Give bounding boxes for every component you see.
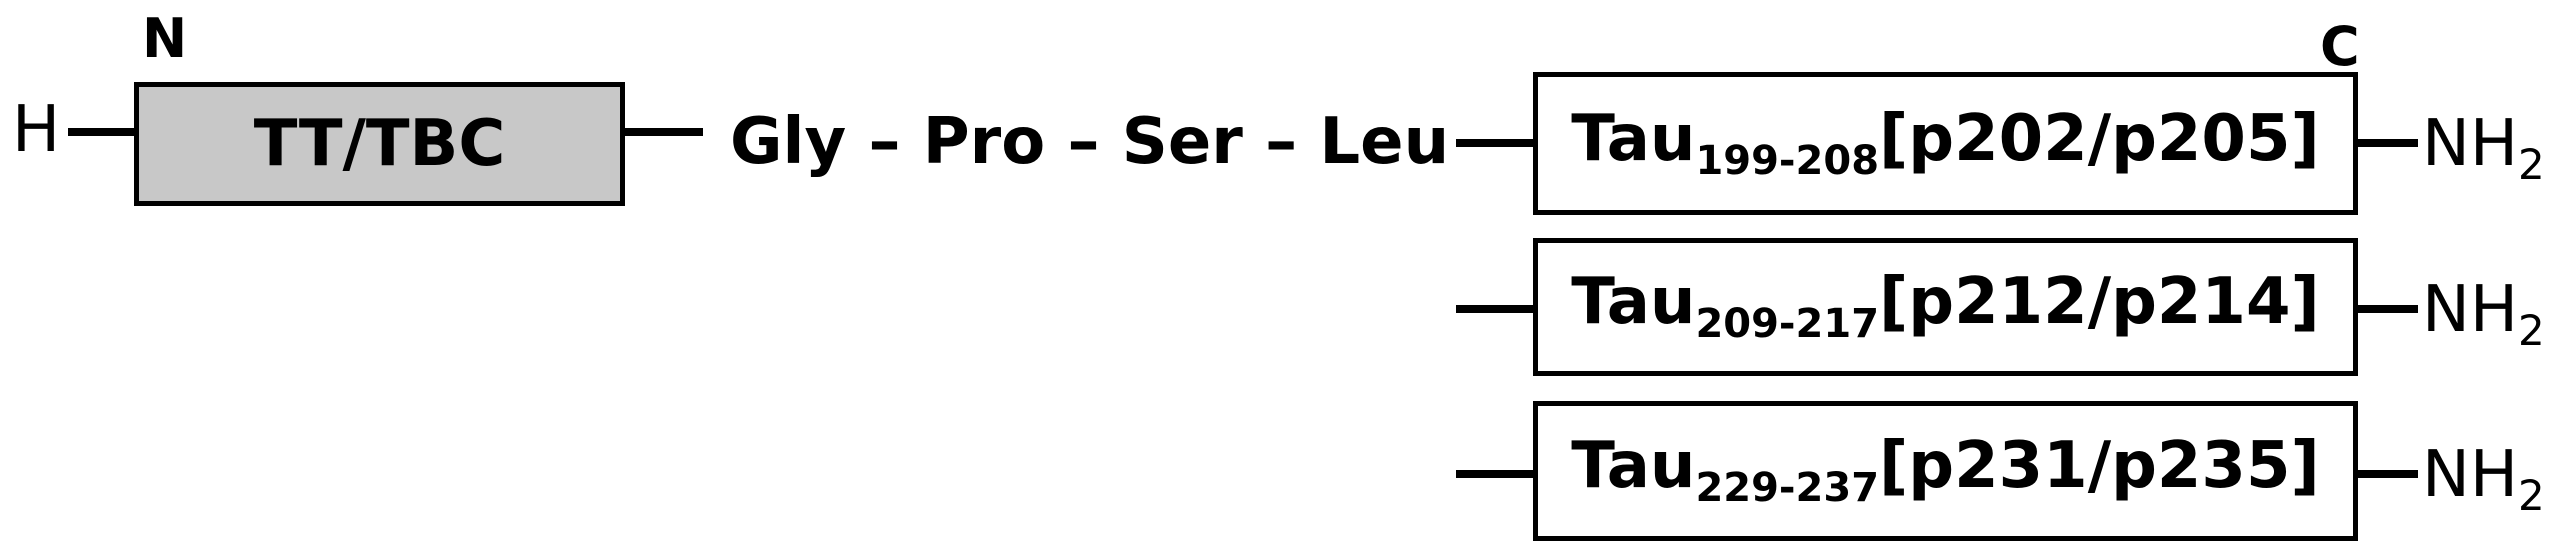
peptide-2-amide-cap: NH2 <box>2422 278 2545 352</box>
peptide-box-2: Tau209-217[p212/p214] <box>1533 238 2358 376</box>
peptide-2-range: 209-217 <box>1695 301 1880 347</box>
carrier-box: TT/TBC <box>134 82 625 206</box>
n-terminus-label: N <box>142 7 188 70</box>
peptide-1-bond-left <box>1456 139 1536 147</box>
linker-sequence: Gly – Pro – Ser – Leu <box>730 105 1450 179</box>
peptide-3-cap-sub: 2 <box>2518 471 2545 520</box>
peptide-1-amide-cap: NH2 <box>2422 112 2545 186</box>
peptide-1-prefix: Tau <box>1571 101 1696 176</box>
c-terminus-label: C <box>2320 15 2360 78</box>
peptide-1-label: Tau199-208[p202/p205] <box>1571 107 2319 181</box>
peptide-box-1: Tau199-208[p202/p205] <box>1533 72 2358 215</box>
peptide-1-cap-main: NH <box>2422 107 2518 181</box>
peptide-2-label: Tau209-217[p212/p214] <box>1571 270 2319 344</box>
peptide-3-label: Tau229-237[p231/p235] <box>1571 434 2319 508</box>
h-bond-line <box>68 128 136 136</box>
peptide-3-amide-cap: NH2 <box>2422 443 2545 517</box>
peptide-3-bond-right <box>2358 470 2418 478</box>
peptide-3-range: 229-237 <box>1695 465 1880 511</box>
peptide-2-bond-left <box>1456 305 1536 313</box>
peptide-1-cap-sub: 2 <box>2518 140 2545 189</box>
peptide-1-bond-right <box>2358 139 2418 147</box>
h-cap-label: H <box>12 93 61 167</box>
carrier-linker-bond <box>625 128 703 136</box>
peptide-2-cap-sub: 2 <box>2518 306 2545 355</box>
peptide-2-bond-right <box>2358 305 2418 313</box>
peptide-3-cap-main: NH <box>2422 438 2518 512</box>
peptide-3-bond-left <box>1456 470 1536 478</box>
peptide-1-range: 199-208 <box>1695 137 1880 184</box>
peptide-3-sites: [p231/p235] <box>1879 429 2320 503</box>
peptide-box-3: Tau229-237[p231/p235] <box>1533 401 2358 541</box>
peptide-2-prefix: Tau <box>1571 265 1696 339</box>
peptide-2-cap-main: NH <box>2422 273 2518 347</box>
peptide-3-prefix: Tau <box>1571 429 1696 503</box>
peptide-1-sites: [p202/p205] <box>1879 101 2320 176</box>
peptide-2-sites: [p212/p214] <box>1879 265 2320 339</box>
carrier-label: TT/TBC <box>253 107 506 181</box>
